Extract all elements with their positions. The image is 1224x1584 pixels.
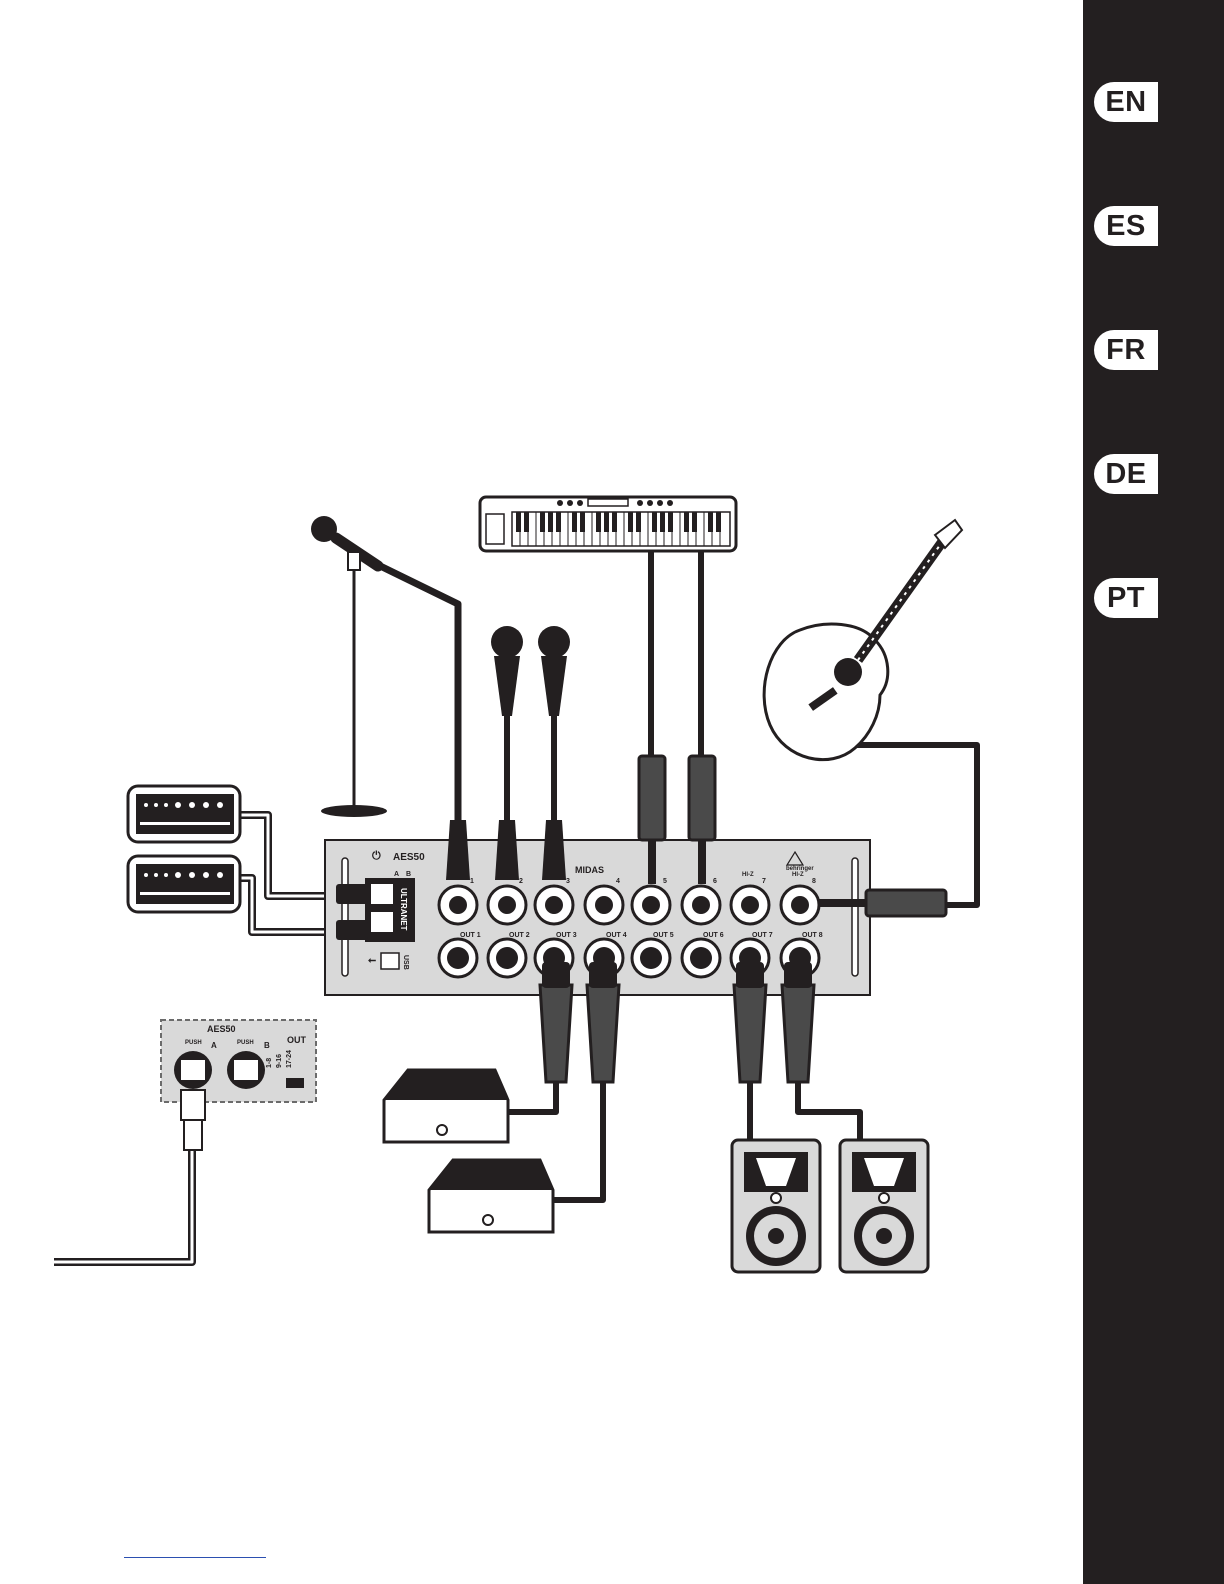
port-a-label: A xyxy=(211,1041,217,1050)
aes50-port-a[interactable] xyxy=(181,1060,205,1080)
usb-label: USB xyxy=(402,955,409,970)
output-label: OUT 7 xyxy=(752,932,773,939)
personal-mixer-icon-2 xyxy=(128,856,240,912)
aes50-a-label: A xyxy=(394,871,399,878)
language-tab-pt[interactable]: PT xyxy=(1094,578,1158,618)
input-number-label: 5 xyxy=(663,878,667,885)
personal-mixer-icon-1 xyxy=(128,786,240,842)
input-jack-center xyxy=(545,896,563,914)
input-jack-center xyxy=(791,896,809,914)
input-jack-center xyxy=(642,896,660,914)
language-tab-es[interactable]: ES xyxy=(1094,206,1158,246)
acoustic-guitar-icon xyxy=(764,520,962,760)
input-number-label: 7 xyxy=(762,878,766,885)
input-jack-center xyxy=(498,896,516,914)
output-label: OUT 1 xyxy=(460,932,481,939)
output-label: OUT 8 xyxy=(802,932,823,939)
hiz-label: HI-Z xyxy=(792,872,804,878)
monitor-wedge-icon-2 xyxy=(429,1160,553,1232)
handheld-microphone-icon-1 xyxy=(491,626,523,716)
output-label: OUT 4 xyxy=(606,932,627,939)
language-tab-en[interactable]: EN xyxy=(1094,82,1158,122)
aes50-inset: AES50 PUSH PUSH A B OUT 1-8 9-16 17-24 xyxy=(161,1020,316,1150)
handheld-microphone-icon-2 xyxy=(538,626,570,716)
usb-port[interactable] xyxy=(381,953,399,969)
connection-diagram: ⏻ AES50 A B ULTRANET ⭠ USB MIDAS behring… xyxy=(0,0,1083,1584)
language-tab-fr[interactable]: FR xyxy=(1094,330,1158,370)
speaker-icon-1 xyxy=(732,1140,820,1272)
input-number-label: 4 xyxy=(616,878,620,885)
ultranet-port-2[interactable] xyxy=(371,912,393,932)
speaker-icon-2 xyxy=(840,1140,928,1272)
push-label-b: PUSH xyxy=(237,1040,254,1046)
footer-link-rule xyxy=(124,1557,266,1558)
output-jack-center xyxy=(640,947,662,969)
input-jack-center xyxy=(595,896,613,914)
output-label: OUT 5 xyxy=(653,932,674,939)
input-number-label: 3 xyxy=(566,878,570,885)
port-b-label: B xyxy=(264,1041,270,1050)
output-label: OUT 6 xyxy=(703,932,724,939)
usb-icon: ⭠ xyxy=(368,955,376,966)
out-option-2: 9-16 xyxy=(276,1054,283,1068)
input-number-label: 1 xyxy=(470,878,474,885)
aes50-label: AES50 xyxy=(393,852,425,863)
out-label: OUT xyxy=(287,1035,307,1045)
power-icon: ⏻ xyxy=(372,849,381,862)
ultranet-label: ULTRANET xyxy=(399,888,408,931)
monitor-wedge-icon-1 xyxy=(384,1070,508,1142)
out-option-1: 1-8 xyxy=(266,1058,273,1068)
input-jack-center xyxy=(449,896,467,914)
midas-label: MIDAS xyxy=(575,865,604,875)
input-jack-center xyxy=(741,896,759,914)
aes50-b-label: B xyxy=(406,871,411,878)
input-number-label: 6 xyxy=(713,878,717,885)
keyboard-icon xyxy=(480,497,736,551)
out-option-3: 17-24 xyxy=(286,1050,293,1068)
language-tab-de[interactable]: DE xyxy=(1094,454,1158,494)
aes50-inset-title: AES50 xyxy=(207,1024,236,1034)
output-jack-center xyxy=(496,947,518,969)
output-jack-center xyxy=(447,947,469,969)
input-number-label: 8 xyxy=(812,878,816,885)
input-number-label: 2 xyxy=(519,878,523,885)
output-label: OUT 3 xyxy=(556,932,577,939)
hiz-label: HI-Z xyxy=(742,872,754,878)
output-jack-center xyxy=(690,947,712,969)
stand-microphone-icon xyxy=(311,516,387,817)
ultranet-port-1[interactable] xyxy=(371,884,393,904)
input-jack-center xyxy=(692,896,710,914)
out-selector-switch[interactable] xyxy=(286,1078,304,1088)
aes50-port-b[interactable] xyxy=(234,1060,258,1080)
output-label: OUT 2 xyxy=(509,932,530,939)
push-label-a: PUSH xyxy=(185,1040,202,1046)
